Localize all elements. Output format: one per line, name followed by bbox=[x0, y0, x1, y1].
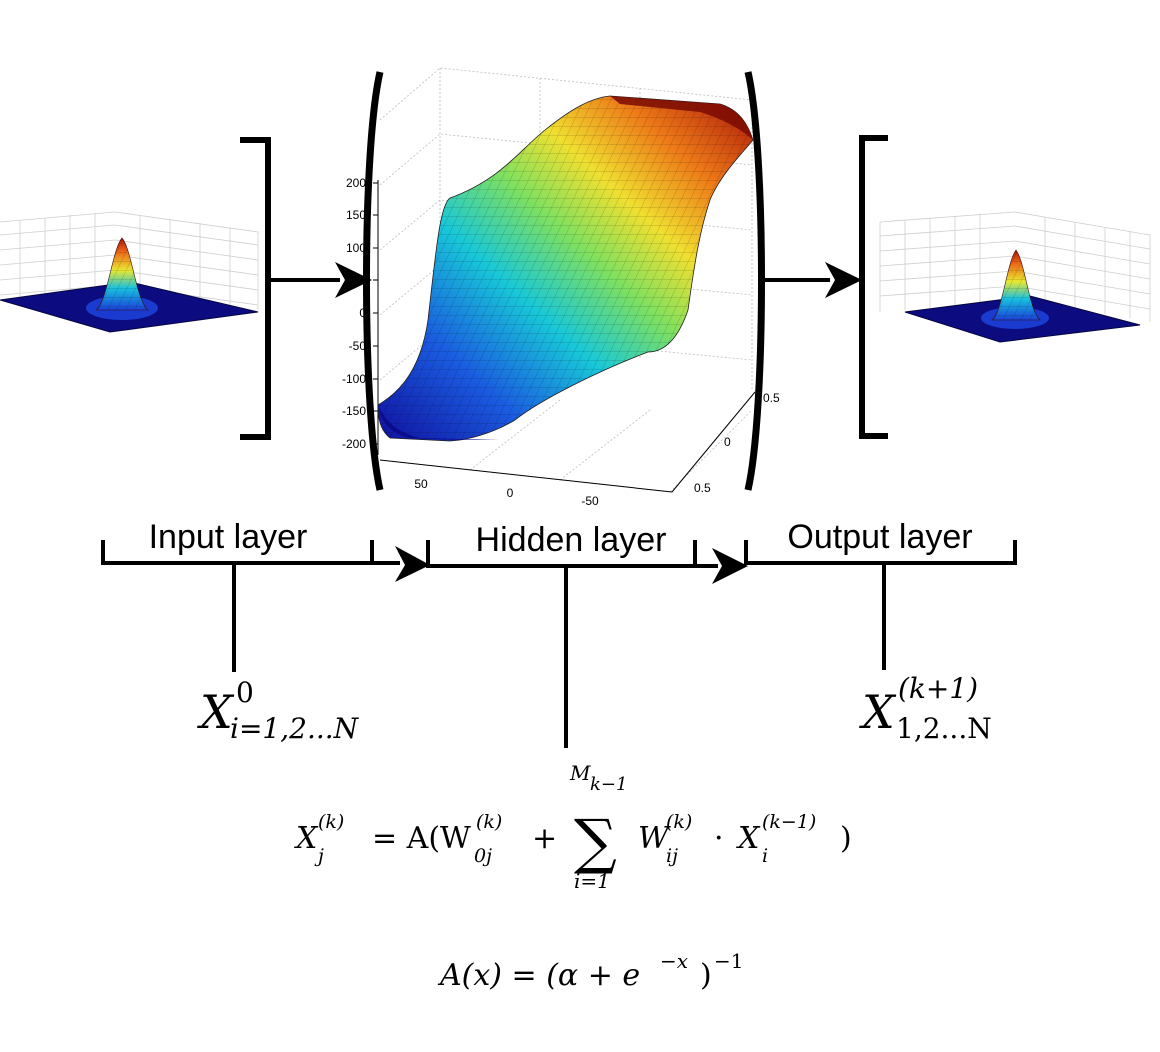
act-lhs: A(x) = (α + e bbox=[437, 958, 640, 993]
z-tick: -150 bbox=[342, 404, 366, 418]
eq-close: ) bbox=[840, 821, 852, 856]
act-pow: −1 bbox=[714, 949, 743, 973]
output-sub: 1,2...N bbox=[896, 712, 992, 745]
eq-lhs-sup: (k) bbox=[318, 811, 344, 833]
eq-sum-lower: i=1 bbox=[574, 869, 610, 893]
act-exp: −x bbox=[660, 949, 688, 973]
eq-sum: ∑ bbox=[574, 807, 617, 877]
x-tick: -50 bbox=[581, 494, 599, 508]
hidden-layer-bracket bbox=[426, 540, 697, 748]
x-tick: 0 bbox=[507, 486, 514, 500]
eq-dot: · bbox=[714, 821, 724, 856]
y-tick: 0 bbox=[724, 435, 731, 449]
y-tick: 0.5 bbox=[694, 481, 711, 495]
output-variable-formula: X (k+1) 1,2...N bbox=[859, 672, 992, 745]
input-variable-formula: X 0 i=1,2...N bbox=[197, 676, 360, 745]
input-layer-label: Input layer bbox=[149, 518, 308, 556]
input-gaussian-plot bbox=[0, 211, 259, 333]
input-layer-bracket bbox=[101, 540, 374, 672]
input-var: X bbox=[197, 685, 235, 739]
input-to-hidden-arrow bbox=[268, 262, 372, 298]
eq-w0-sup: (k) bbox=[476, 811, 502, 833]
output-layer-bracket bbox=[744, 540, 1017, 670]
eq-sum-upper-sub: k−1 bbox=[590, 774, 627, 795]
activation-equation: A(x) = (α + e −x ) −1 bbox=[437, 949, 743, 993]
z-tick: 0 bbox=[359, 306, 366, 320]
input-sup: 0 bbox=[236, 676, 254, 709]
eq-w0-sub: 0j bbox=[474, 845, 492, 867]
y-tick: 0.5 bbox=[763, 391, 780, 405]
eq-xi-sup: (k−1) bbox=[762, 811, 816, 833]
z-tick: 200 bbox=[346, 176, 366, 190]
eq-sum-upper: M bbox=[569, 761, 591, 785]
output-layer-label: Output layer bbox=[787, 518, 972, 556]
output-gaussian-plot bbox=[879, 211, 1151, 343]
act-rhs: ) bbox=[700, 958, 712, 993]
eq-wij-sub: ij bbox=[666, 845, 678, 867]
z-tick: 100 bbox=[346, 241, 366, 255]
hidden-to-output-arrow bbox=[760, 262, 862, 298]
output-vector-bracket bbox=[859, 135, 888, 439]
neuron-equation: X j (k) = A(W 0j (k) + ∑ M k−1 i=1 W ij … bbox=[294, 761, 852, 893]
z-tick: 150 bbox=[346, 208, 366, 222]
hidden-sigmoid-plot: 200 150 100 50 0 -50 -100 -150 -200 50 0… bbox=[342, 67, 780, 508]
z-tick: -200 bbox=[342, 437, 366, 451]
hidden-to-output-layer-arrow bbox=[695, 548, 748, 584]
input-vector-bracket bbox=[240, 137, 271, 440]
eq-lhs-var: X bbox=[294, 821, 319, 856]
hidden-matrix-left-paren bbox=[363, 71, 384, 491]
eq-wij: W bbox=[638, 821, 671, 856]
hidden-layer-label: Hidden layer bbox=[476, 521, 667, 559]
z-tick: -50 bbox=[349, 339, 367, 353]
input-to-hidden-layer-arrow bbox=[372, 546, 430, 582]
output-var: X bbox=[859, 685, 897, 739]
z-tick: 50 bbox=[353, 273, 367, 287]
z-tick: -100 bbox=[342, 372, 366, 386]
input-sub: i=1,2...N bbox=[230, 712, 360, 745]
eq-lhs-sub: j bbox=[314, 845, 324, 867]
eq-wij-sup: (k) bbox=[666, 811, 692, 833]
x-tick: 50 bbox=[414, 477, 428, 491]
eq-plus: + bbox=[532, 821, 557, 856]
eq-xi: X bbox=[736, 821, 761, 856]
eq-eq: = A(W bbox=[372, 821, 471, 856]
output-sup: (k+1) bbox=[898, 672, 978, 705]
eq-xi-sub: i bbox=[762, 845, 768, 867]
